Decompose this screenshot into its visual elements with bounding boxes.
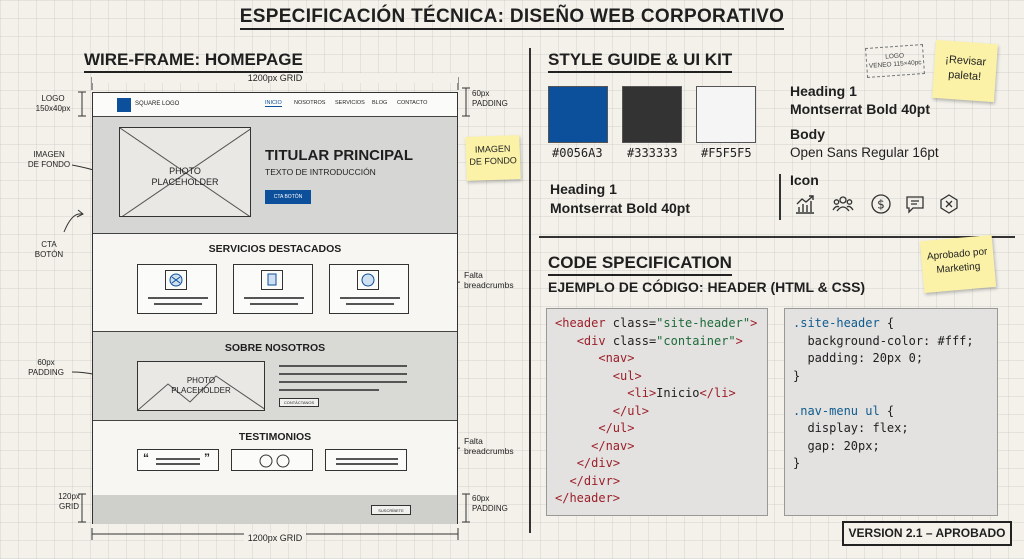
- services-title: SERVICIOS DESTACADOS: [208, 243, 342, 255]
- service-card-3[interactable]: [329, 264, 409, 314]
- team-icon: [832, 196, 854, 212]
- css-code-lines: .site-header { background-color: #fff; p…: [793, 315, 989, 473]
- wireframe-heading: WIRE-FRAME: HOMEPAGE: [84, 50, 303, 73]
- grid-width-bottom: 1200px GRID: [92, 533, 458, 543]
- about-photo-placeholder: PHOTO PLACEHOLDER: [137, 361, 265, 411]
- type-heading-spec-2: Montserrat Bold 40pt: [550, 200, 691, 216]
- html-code-line: <nav>: [598, 351, 635, 365]
- logo-dimension-note: LOGO 150x40px: [35, 94, 71, 113]
- hero-photo-placeholder: PHOTO PLACEHOLDER: [119, 127, 251, 217]
- nav-link-blog[interactable]: BLOG: [372, 100, 388, 106]
- type-heading-spec: Montserrat Bold 40pt: [790, 101, 931, 117]
- testimonial-card-1: “ ”: [137, 449, 219, 471]
- css-code-line: .site-header {: [793, 316, 895, 330]
- hero-headline: TITULAR PRINCIPAL: [265, 147, 414, 164]
- swatch-primary: [548, 86, 608, 143]
- html-code-line: </ul>: [612, 403, 649, 418]
- css-code-line: }: [793, 368, 801, 383]
- html-code-line: <header class="site-header">: [555, 316, 758, 330]
- service-icon-2: [261, 270, 283, 290]
- grid-width-top: 1200px GRID: [92, 73, 458, 83]
- css-code-line: [793, 385, 989, 403]
- html-code-line: <ul>: [612, 368, 642, 383]
- svg-text:$: $: [877, 198, 885, 212]
- css-code-line: }: [793, 456, 801, 470]
- footer-subscribe-button[interactable]: SUSCRÍBETE: [371, 505, 411, 515]
- swatch-light: [696, 86, 756, 143]
- swatch-dark-hex: #333333: [627, 146, 678, 160]
- footer-grid-note: 120px GRID: [58, 492, 80, 511]
- service-icon-1: [165, 270, 187, 290]
- code-spec-subheading: EJEMPLO DE CÓDIGO: HEADER (HTML & CSS): [548, 279, 866, 295]
- swatch-primary-hex: #0056A3: [552, 146, 603, 160]
- type-body-label: Body: [790, 126, 825, 142]
- css-code-block: .site-header { background-color: #fff; p…: [784, 308, 998, 516]
- css-code-line: display: flex;: [793, 421, 909, 435]
- html-code-block: <header class="site-header"> <div class=…: [546, 308, 768, 516]
- type-body-spec: Open Sans Regular 16pt: [790, 145, 939, 160]
- html-code-lines: <header class="site-header"> <div class=…: [555, 315, 759, 508]
- icon-label: Icon: [790, 172, 819, 188]
- sticky-note-review-palette: ¡Revisar paleta!: [932, 39, 998, 103]
- section-divider-horizontal: [539, 236, 1015, 238]
- service-card-1[interactable]: [137, 264, 217, 314]
- css-code-line: background-color: #fff;: [793, 333, 974, 348]
- missing-breadcrumbs-note-1: Falta breadcrumbs: [464, 270, 514, 290]
- code-spec-heading: CODE SPECIFICATION: [548, 253, 732, 276]
- nav-link-servicios[interactable]: SERVICIOS: [335, 100, 365, 106]
- padding-left-note: 60px PADDING: [28, 358, 64, 377]
- sticky-note-background: IMAGEN DE FONDO: [465, 135, 521, 181]
- css-code-line: .nav-menu ul {: [793, 403, 895, 418]
- css-code-line: gap: 20px;: [793, 438, 880, 453]
- html-code-line: </ul>: [598, 421, 635, 435]
- hero-photo-label: PHOTO PLACEHOLDER: [151, 166, 219, 187]
- service-icon-3: [357, 270, 379, 290]
- missing-breadcrumbs-note-2: Falta breadcrumbs: [464, 436, 514, 456]
- about-title: SOBRE NOSOTROS: [224, 342, 326, 354]
- wireframe-hero: PHOTO PLACEHOLDER TITULAR PRINCIPAL TEXT…: [93, 117, 457, 234]
- close-icon: [940, 194, 958, 214]
- wireframe-logo-text: SQUARE LOGO: [135, 101, 180, 107]
- html-code-line: </div>: [576, 456, 621, 470]
- cta-button-note: CTA BOTÓN: [34, 240, 64, 259]
- css-code-line: padding: 20px 0;: [793, 351, 924, 365]
- about-contact-button[interactable]: CONTÁCTANOS: [279, 398, 319, 407]
- background-image-note: IMAGEN DE FONDO: [27, 150, 71, 169]
- dollar-icon: $: [871, 194, 891, 214]
- homepage-wireframe: SQUARE LOGO INICIO NOSOTROS SERVICIOS BL…: [92, 92, 458, 524]
- html-code-line: <div class="container">: [576, 333, 743, 348]
- html-code-line: </nav>: [591, 438, 635, 453]
- wireframe-nav: SQUARE LOGO INICIO NOSOTROS SERVICIOS BL…: [93, 93, 457, 117]
- swatch-dark: [622, 86, 682, 143]
- logo-stamp: LOGO VENEO 115×40pc: [865, 44, 925, 78]
- html-code-line: </divr>: [569, 473, 621, 488]
- swatch-light-hex: #F5F5F5: [701, 146, 752, 160]
- padding-bottom-note: 60px PADDING: [472, 494, 508, 513]
- square-logo-icon: [117, 98, 131, 112]
- service-card-2[interactable]: [233, 264, 313, 314]
- page-title: ESPECIFICACIÓN TÉCNICA: DISEÑO WEB CORPO…: [0, 6, 1024, 30]
- nav-link-contacto[interactable]: CONTACTO: [397, 100, 428, 106]
- type-heading-label-2: Heading 1: [550, 181, 617, 197]
- about-photo-label: PHOTO PLACEHOLDER: [171, 376, 231, 395]
- nav-link-inicio[interactable]: INICIO: [265, 100, 282, 107]
- icon-divider: [779, 174, 781, 220]
- html-code-line: <li>Inicio</li>: [627, 386, 736, 400]
- nav-link-nosotros[interactable]: NOSOTROS: [294, 100, 326, 106]
- style-guide-heading: STYLE GUIDE & UI KIT: [548, 50, 733, 73]
- wireframe-footer: SUSCRÍBETE: [93, 495, 457, 524]
- version-stamp: VERSION 2.1 – APROBADO: [842, 521, 1012, 546]
- testimonial-card-2: [231, 449, 313, 471]
- hero-intro: TEXTO DE INTRODUCCIÓN: [265, 167, 376, 177]
- hero-cta-button[interactable]: CTA BOTÓN: [265, 190, 311, 204]
- testimonials-title: TESTIMONIOS: [238, 431, 312, 443]
- type-heading-label: Heading 1: [790, 83, 857, 99]
- testimonial-card-3: [325, 449, 407, 471]
- section-divider-vertical: [529, 48, 531, 533]
- sticky-note-approved: Aprobado por Marketing: [919, 234, 997, 294]
- html-code-line: </header>: [555, 491, 621, 505]
- chat-icon: [906, 196, 924, 214]
- chart-growth-icon: [796, 195, 814, 214]
- padding-top-note: 60px PADDING: [472, 89, 508, 108]
